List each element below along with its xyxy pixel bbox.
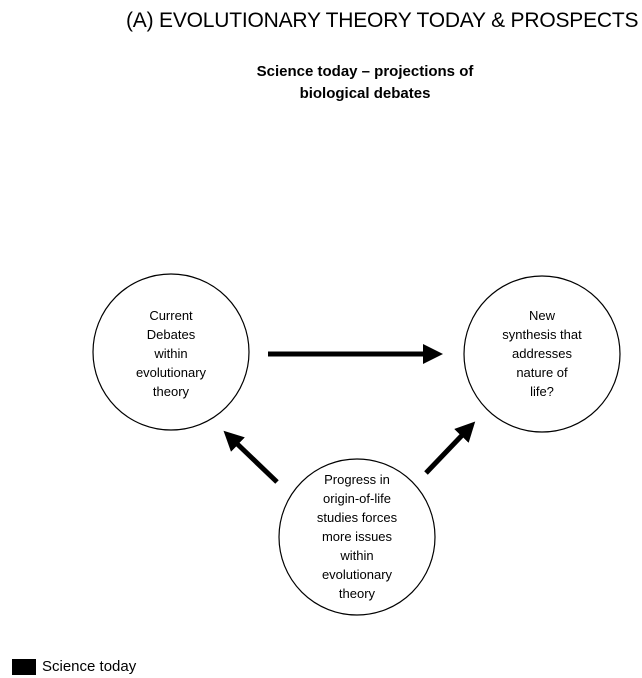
arrow-origin-to-synthesis <box>424 421 476 475</box>
node-origin-of-life-circle <box>278 458 436 616</box>
node-origin-line-4: more issues <box>321 529 393 544</box>
node-origin-line-7: theory <box>338 586 376 601</box>
legend-label: Science today <box>42 658 137 675</box>
subtitle-line-1: Science today – projections of <box>256 63 474 80</box>
node-new-synthesis-label: New synthesis that addresses nature of l… <box>482 306 602 401</box>
node-origin-line-1: Progress in <box>324 472 390 487</box>
node-origin-line-3: studies forces <box>316 510 398 525</box>
arrow-origin-to-current <box>223 430 279 484</box>
node-current-debates-circle <box>92 273 250 431</box>
legend: Science today <box>12 656 136 678</box>
node-synthesis-line-2: synthesis that <box>502 327 582 342</box>
page-title: (A) EVOLUTIONARY THEORY TODAY & PROSPECT… <box>126 9 639 32</box>
node-current-line-2: Debates <box>146 327 196 342</box>
node-synthesis-line-3: addresses <box>512 346 572 361</box>
node-origin-of-life-label: Progress in origin-of-life studies force… <box>297 470 417 603</box>
node-current-debates-label: Current Debates within evolutionary theo… <box>111 306 231 401</box>
subtitle-line-2: biological debates <box>299 85 431 102</box>
node-origin-line-2: origin-of-life <box>323 491 391 506</box>
node-origin-line-5: within <box>340 548 374 563</box>
diagram-subtitle: Science today – projections of biologica… <box>200 61 530 105</box>
node-current-line-5: theory <box>152 384 190 399</box>
node-synthesis-line-5: life? <box>530 384 554 399</box>
node-new-synthesis-circle <box>463 275 621 433</box>
legend-swatch <box>12 659 36 675</box>
node-origin-line-6: evolutionary <box>321 567 393 582</box>
node-current-line-4: evolutionary <box>135 365 207 380</box>
node-synthesis-line-1: New <box>528 308 555 323</box>
node-synthesis-line-4: nature of <box>516 365 568 380</box>
node-current-line-1: Current <box>149 308 193 323</box>
node-current-line-3: within <box>154 346 188 361</box>
